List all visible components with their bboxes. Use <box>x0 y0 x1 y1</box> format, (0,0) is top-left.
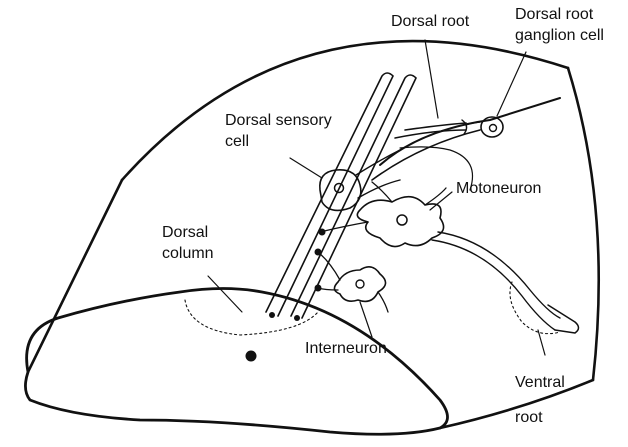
motoneuron-synapse <box>319 229 326 236</box>
label-ventral-root-line2: root <box>515 407 543 429</box>
interneuron-synapse-1 <box>315 249 322 256</box>
spinal-cord-top-surface <box>122 41 568 180</box>
label-dorsal-sensory-line2: cell <box>225 131 249 153</box>
label-dorsal-root-ganglion-line2: ganglion cell <box>515 25 604 47</box>
motoneuron-dendrite-2 <box>372 182 392 202</box>
label-dorsal-sensory-line1: Dorsal sensory <box>225 110 332 132</box>
interneuron-nucleus <box>356 280 364 288</box>
dorsal-sensory-process <box>356 150 400 175</box>
leader-motoneuron <box>430 192 452 210</box>
leader-dorsal-root-ganglion <box>497 52 526 116</box>
motoneuron-body <box>357 197 443 247</box>
dorsal-sensory-process-2 <box>358 180 400 198</box>
interneuron-process-3 <box>378 292 388 312</box>
label-dorsal-column-line1: Dorsal <box>162 222 208 244</box>
leader-ventral-root <box>538 330 545 355</box>
motoneuron-axon-upper <box>438 232 560 318</box>
motoneuron-nucleus <box>397 215 407 225</box>
label-motoneuron: Motoneuron <box>456 178 541 200</box>
label-dorsal-root-ganglion-line1: Dorsal root <box>515 4 593 26</box>
dorsal-root-end-cap <box>462 120 467 134</box>
label-interneuron: Interneuron <box>305 338 387 360</box>
axon-1-end <box>269 312 275 318</box>
leader-dorsal-root <box>425 40 438 118</box>
leader-dorsal-column <box>208 276 242 312</box>
dorsal-root-ganglion-nucleus <box>490 125 497 132</box>
dorsal-root-sheath-upper <box>380 98 560 165</box>
spinal-cord-front-face <box>25 289 447 435</box>
motoneuron-axon-lower <box>432 240 555 330</box>
axon-2-end <box>294 315 300 321</box>
interneuron-synapse-2 <box>315 285 322 292</box>
spinal-cord-left-edge <box>28 180 122 372</box>
label-ventral-root-line1: Ventral <box>515 372 565 394</box>
ganglion-axon <box>466 122 480 125</box>
leader-dorsal-sensory <box>290 158 322 178</box>
motoneuron-dendrite-3 <box>425 188 446 205</box>
label-dorsal-column-line2: column <box>162 243 214 265</box>
interneuron-body <box>334 267 385 302</box>
label-dorsal-root: Dorsal root <box>391 11 469 33</box>
central-canal-dot <box>246 351 257 362</box>
